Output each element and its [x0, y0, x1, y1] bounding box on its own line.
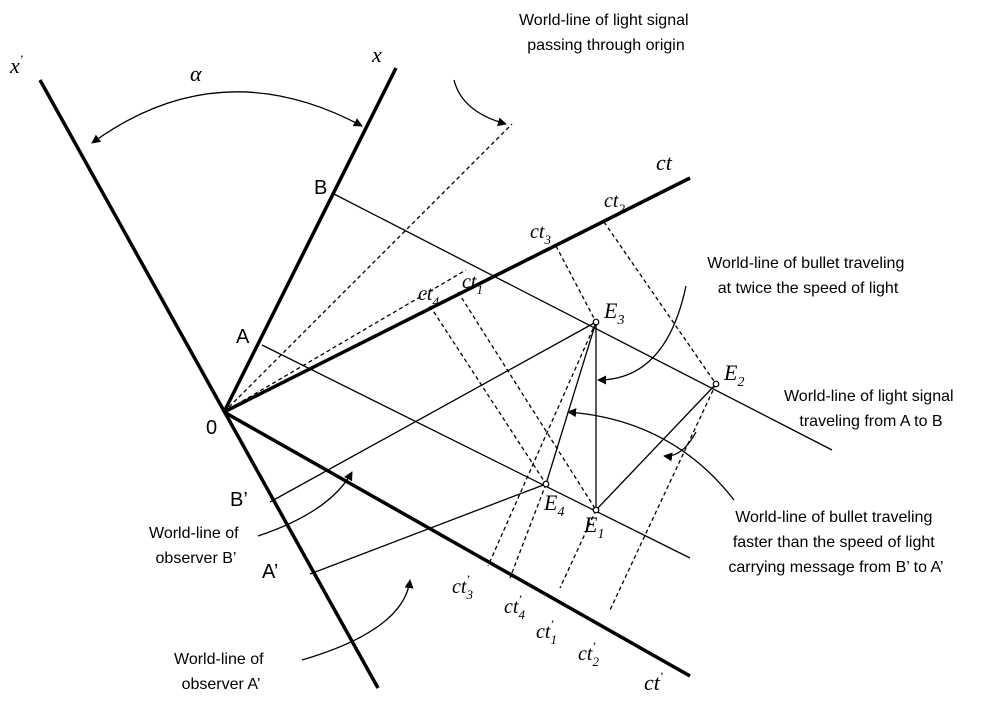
event-e3-dot	[592, 318, 600, 326]
observer-a-worldline	[261, 344, 691, 559]
ct3-projection	[555, 245, 597, 323]
light-signal-origin-line	[223, 123, 513, 413]
ct-prime-axis	[223, 410, 691, 678]
label-ct4-prime: ct’4	[504, 592, 525, 622]
callout-bullet-faster: World-line of bullet traveling faster th…	[728, 509, 943, 576]
label-origin: 0	[206, 417, 217, 439]
arrow-observer-a	[301, 579, 414, 661]
label-b-prime: B’	[230, 489, 248, 511]
label-x-prime: x’	[9, 52, 24, 78]
label-ct1-prime: ct’1	[536, 617, 557, 647]
label-a: A	[236, 326, 250, 348]
label-ct: ct	[656, 150, 673, 175]
label-e1: E1	[583, 512, 604, 542]
label-e2: E2	[723, 360, 744, 390]
x-prime-axis	[38, 79, 380, 689]
callout-observer-a: World-line of observer A’	[174, 651, 268, 693]
label-alpha: α	[190, 61, 202, 86]
arrow-observer-b	[257, 471, 353, 537]
label-ct2: ct2	[604, 190, 625, 216]
ct4-prime-projection	[509, 483, 547, 579]
label-e3: E3	[603, 298, 624, 328]
callout-observer-b: World-line of observer B’	[149, 525, 243, 567]
observer-b-worldline	[333, 193, 833, 451]
label-ct-prime: ct’	[644, 669, 664, 695]
label-e4: E4	[543, 490, 564, 520]
label-x: x	[371, 42, 382, 67]
label-ct3: ct3	[530, 221, 551, 247]
alpha-arc	[91, 91, 363, 144]
ct4-projection	[429, 305, 547, 485]
light-signal-origin-line-2	[223, 269, 467, 413]
event-e2-dot	[712, 380, 720, 388]
observer-a-prime-worldline	[309, 483, 547, 575]
ct1-prime-projection	[559, 509, 597, 589]
observer-b-prime-worldline	[269, 321, 597, 503]
label-ct3-prime: ct’3	[452, 572, 473, 602]
arrow-bullet-twice	[597, 285, 687, 385]
ct2-prime-projection	[609, 383, 717, 611]
event-e4-dot	[542, 480, 550, 488]
ct-axis	[223, 176, 691, 414]
ct2-projection	[603, 221, 717, 385]
x-axis	[222, 67, 398, 413]
bullet-e1-e2	[595, 383, 717, 511]
callout-light-ab: World-line of light signal traveling fro…	[784, 388, 958, 430]
label-ct4: ct4	[418, 283, 439, 309]
callout-bullet-twice: World-line of bullet traveling at twice …	[707, 255, 909, 297]
label-a-prime: A’	[262, 561, 278, 583]
arrow-bullet-faster	[567, 408, 735, 501]
ct1-projection	[457, 291, 597, 511]
label-b: B	[314, 177, 327, 199]
event-e1-dot	[592, 506, 600, 514]
label-ct1: ct1	[462, 271, 483, 297]
ct3-prime-projection	[487, 321, 597, 567]
label-ct2-prime: ct’2	[578, 639, 599, 669]
callout-light-origin: World-line of light signal passing throu…	[519, 12, 693, 54]
bullet-e4-e3	[545, 321, 597, 485]
arrow-light-origin	[453, 79, 507, 127]
arrow-light-ab	[663, 431, 697, 462]
